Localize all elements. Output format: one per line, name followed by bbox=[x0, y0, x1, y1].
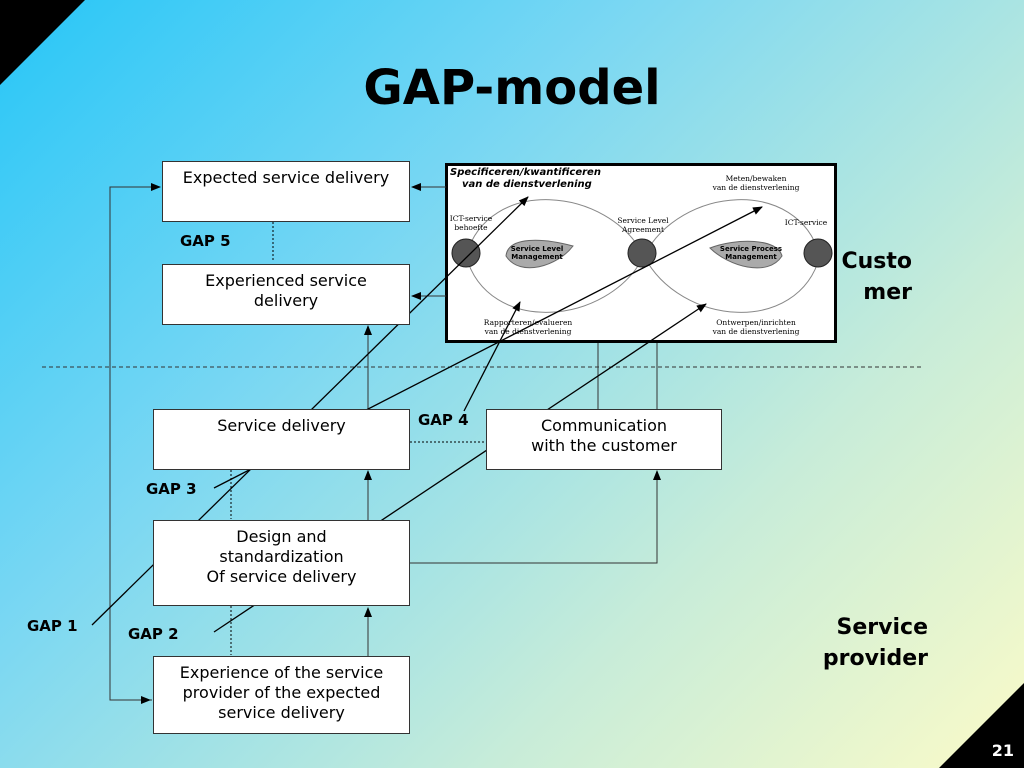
design-standardization-box: Design and standardization Of service de… bbox=[153, 520, 410, 606]
expected-service-label: Expected service delivery bbox=[182, 168, 390, 187]
sla-line-2: Agreement bbox=[621, 225, 665, 234]
ict-need-label: ICT-service behoefte bbox=[448, 214, 494, 232]
measure-line-1: Meten/bewaken bbox=[725, 174, 787, 183]
node-sphere-right bbox=[803, 238, 833, 268]
corner-decoration-bottom-right bbox=[939, 683, 1024, 768]
inset-heading-line-1: Specificeren/kwantificeren bbox=[450, 167, 601, 178]
gap4-label: GAP 4 bbox=[418, 411, 469, 429]
inset-heading-line-2: van de dienstverlening bbox=[462, 179, 592, 190]
ict-service-label: ICT-service bbox=[784, 218, 828, 227]
service-delivery-box: Service delivery bbox=[153, 409, 410, 470]
report-label: Rapporteren/evalueren van de dienstverle… bbox=[472, 318, 584, 336]
customer-line-2: mer bbox=[863, 280, 912, 305]
design-cycle-line-1: Ontwerpen/inrichten bbox=[716, 318, 796, 327]
node-sphere-left bbox=[451, 238, 481, 268]
page-number: 21 bbox=[991, 741, 1014, 760]
experience-line-2: provider of the expected bbox=[182, 683, 381, 702]
experience-line-1: Experience of the service bbox=[179, 663, 384, 682]
design-line-1: Design and bbox=[236, 527, 327, 546]
measure-label: Meten/bewaken van de dienstverlening bbox=[708, 174, 804, 192]
customer-line-1: Custo bbox=[841, 249, 912, 274]
node-sphere-center bbox=[627, 238, 657, 268]
gap2-label: GAP 2 bbox=[128, 625, 179, 643]
design-cycle-line-2: van de dienstverlening bbox=[712, 327, 800, 336]
experience-line-3: service delivery bbox=[218, 703, 345, 722]
gap1-label: GAP 1 bbox=[27, 617, 78, 635]
service-provider-label: Service provider bbox=[790, 612, 928, 674]
expected-service-box: Expected service delivery bbox=[162, 161, 410, 222]
customer-label: Custo mer bbox=[830, 246, 912, 308]
experienced-service-box: Experienced service delivery bbox=[162, 264, 410, 325]
corner-decoration-top-left bbox=[0, 0, 85, 85]
sla-label: Service Level Agreement bbox=[614, 216, 672, 234]
service-delivery-label: Service delivery bbox=[217, 416, 346, 435]
experienced-line-1: Experienced service bbox=[205, 271, 367, 290]
service-cycle-diagram: Specificeren/kwantificeren van de dienst… bbox=[445, 163, 837, 343]
design-line-2: standardization bbox=[219, 547, 344, 566]
communication-line-1: Communication bbox=[540, 416, 668, 435]
report-line-1: Rapporteren/evalueren bbox=[483, 318, 573, 327]
communication-box: Communication with the customer bbox=[486, 409, 722, 470]
ict-need-line-1: ICT-service bbox=[449, 214, 493, 223]
experienced-line-2: delivery bbox=[253, 291, 319, 310]
report-line-2: van de dienstverlening bbox=[484, 327, 572, 336]
communication-line-2: with the customer bbox=[531, 436, 677, 455]
gap3-label: GAP 3 bbox=[146, 480, 197, 498]
provider-experience-box: Experience of the service provider of th… bbox=[153, 656, 410, 734]
ict-need-line-2: behoefte bbox=[454, 223, 488, 232]
arrow-design-to-communication bbox=[409, 470, 661, 564]
gap5-label: GAP 5 bbox=[180, 232, 231, 250]
measure-line-2: van de dienstverlening bbox=[712, 183, 800, 192]
provider-line-2: provider bbox=[822, 646, 928, 671]
inset-heading: Specificeren/kwantificeren van de dienst… bbox=[450, 167, 601, 191]
provider-line-1: Service bbox=[836, 615, 928, 640]
slm-label: Service Level Management bbox=[510, 245, 564, 261]
design-line-3: Of service delivery bbox=[206, 567, 357, 586]
spm-label: Service Process Management bbox=[719, 245, 783, 261]
sla-line-1: Service Level bbox=[617, 216, 669, 225]
design-cycle-label: Ontwerpen/inrichten van de dienstverleni… bbox=[704, 318, 808, 336]
slide-title: GAP-model bbox=[363, 60, 661, 116]
